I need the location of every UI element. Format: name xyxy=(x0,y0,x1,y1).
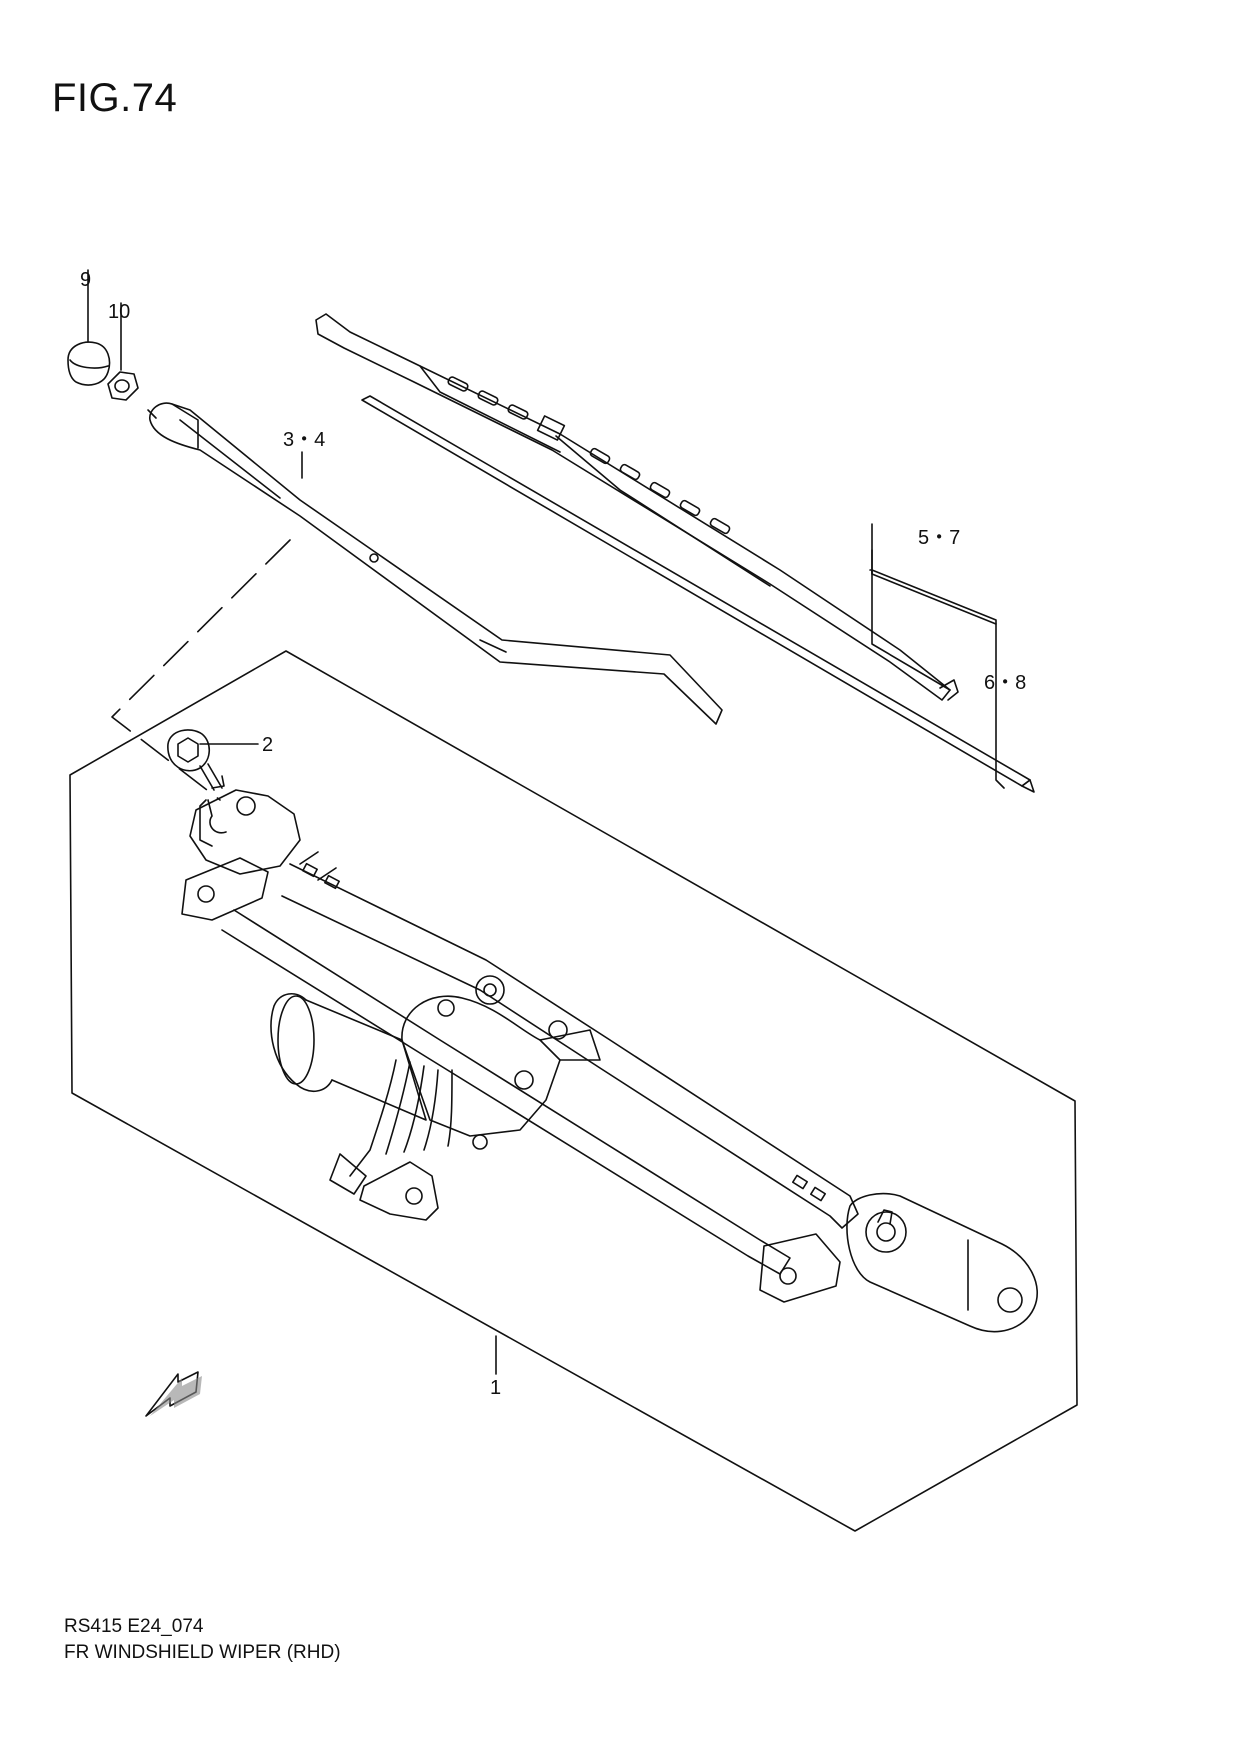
model-code: RS415 E24_074 xyxy=(64,1616,204,1637)
bolt-part xyxy=(167,729,225,791)
alignment-line xyxy=(111,539,291,801)
leader-lines xyxy=(87,269,1005,1375)
wiper-link-assembly xyxy=(181,789,1038,1333)
wiper-arm xyxy=(149,402,723,725)
diagram-description: FR WINDSHIELD WIPER (RHD) xyxy=(64,1642,341,1663)
nut-part xyxy=(107,371,139,401)
callout-10: 10 xyxy=(108,301,131,323)
callout-1: 1 xyxy=(490,1377,502,1399)
blade-rubber xyxy=(361,395,1035,793)
callout-5-7: 5・7 xyxy=(918,527,961,549)
fwd-arrow-icon xyxy=(145,1371,202,1417)
assembly-boundary xyxy=(69,650,1078,1532)
figure-title: FIG.74 xyxy=(52,76,178,120)
callout-9: 9 xyxy=(80,269,92,291)
callout-2: 2 xyxy=(262,734,274,756)
cap-part xyxy=(67,341,111,386)
callout-6-8: 6・8 xyxy=(984,672,1027,694)
callout-3-4: 3・4 xyxy=(283,429,326,451)
wiper-blade xyxy=(315,313,959,701)
